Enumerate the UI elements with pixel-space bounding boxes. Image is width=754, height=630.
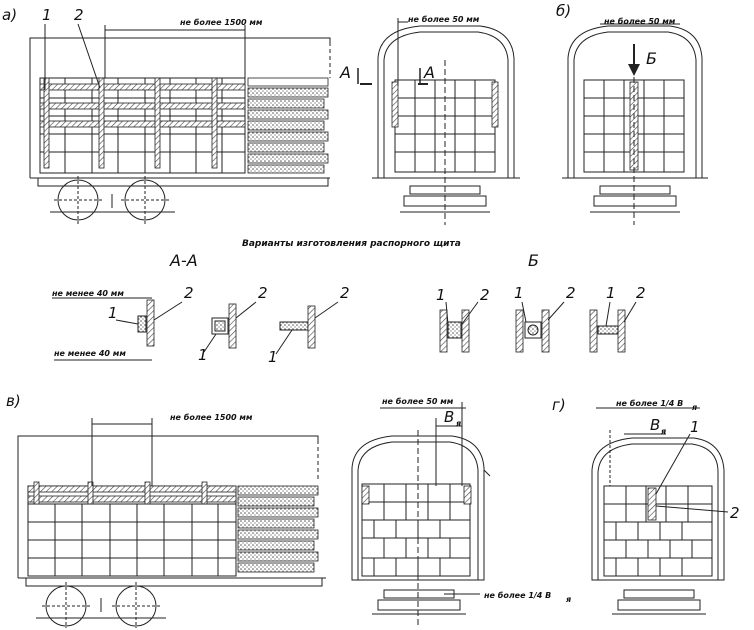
- dimension-min-40-top: не менее 40 мм: [52, 289, 124, 298]
- callout-1-aa-2: 1: [198, 346, 208, 364]
- dimension-max-1500-a: не более 1500 мм: [180, 17, 263, 27]
- dimension-max-50-b: не более 50 мм: [604, 16, 676, 26]
- callout-2-b-2: 2: [566, 284, 576, 302]
- caption-spacer-variants: Варианты изготовления распорного щита: [242, 239, 461, 249]
- panel-label-a: а): [2, 6, 17, 24]
- panel-label-g: г): [552, 396, 566, 414]
- panel-b-front-view: б) не более 50 мм Б: [556, 2, 708, 225]
- callout-1-aa-3: 1: [268, 348, 278, 366]
- dimension-max-1500-v: не более 1500 мм: [170, 412, 253, 422]
- callout-2-g: 2: [730, 504, 740, 522]
- dimension-b-ya-g: B: [650, 416, 660, 434]
- bogie-a: [50, 176, 175, 224]
- panel-v-front-view: не более 50 мм B я не более 1/4 B я: [351, 396, 571, 625]
- callout-1-b-3: 1: [606, 284, 616, 302]
- section-label-aa: А-А: [169, 251, 198, 270]
- callout-1-aa-1: 1: [108, 304, 118, 322]
- panel-label-v: в): [6, 392, 21, 410]
- vertical-posts: [43, 77, 218, 169]
- marker-a-right: А: [423, 63, 435, 82]
- panel-a-wagon-side: а): [2, 6, 331, 224]
- dimension-b-ya-sub-v: я: [455, 419, 461, 428]
- callout-2-b-1: 2: [480, 286, 490, 304]
- panel-a-front-view: не более 50 мм А А: [339, 14, 520, 225]
- marker-b-arrow: Б: [646, 49, 657, 68]
- dimension-min-40-bottom: не менее 40 мм: [54, 349, 126, 358]
- panel-v-wagon-side: в): [6, 392, 326, 628]
- rolled-cargo-v: [237, 485, 319, 573]
- callout-2-aa-2: 2: [258, 284, 268, 302]
- panel-label-b: б): [556, 2, 571, 20]
- cargo-blocks-lower-v: [27, 485, 237, 577]
- dimension-quarter-g: не более 1/4 B: [616, 398, 683, 408]
- rolled-cargo: [247, 77, 329, 174]
- spacer-bars: [39, 83, 246, 128]
- callout-2-a: 2: [74, 6, 84, 24]
- marker-a-left: А: [339, 63, 351, 82]
- callout-1-a: 1: [42, 6, 52, 24]
- dimension-max-50-a: не более 50 мм: [408, 14, 480, 24]
- callout-2-aa-1: 2: [184, 284, 194, 302]
- dimension-quarter-v: не более 1/4 B: [484, 590, 551, 600]
- section-b-variants: Б 1 2 1 2 1 2: [436, 251, 646, 353]
- callout-2-b-3: 2: [636, 284, 646, 302]
- bogie-v: [36, 582, 166, 628]
- dimension-max-50-v: не более 50 мм: [382, 396, 454, 406]
- dimension-quarter-sub-g: я: [691, 403, 697, 412]
- section-aa-variants: А-А не менее 40 мм не менее 40 мм 1 2 2 …: [52, 251, 350, 366]
- callout-2-aa-3: 2: [340, 284, 350, 302]
- panel-g-front-view: г) не более 1/4 B я B я 1 2: [552, 396, 740, 615]
- dimension-b-ya-sub-g: я: [660, 427, 666, 436]
- callout-1-b-2: 1: [514, 284, 524, 302]
- dimension-quarter-sub-v: я: [565, 595, 571, 604]
- callout-1-b-1: 1: [436, 286, 446, 304]
- section-label-b: Б: [528, 251, 539, 270]
- dimension-b-ya-v: B: [444, 408, 454, 426]
- callout-1-g: 1: [690, 418, 700, 436]
